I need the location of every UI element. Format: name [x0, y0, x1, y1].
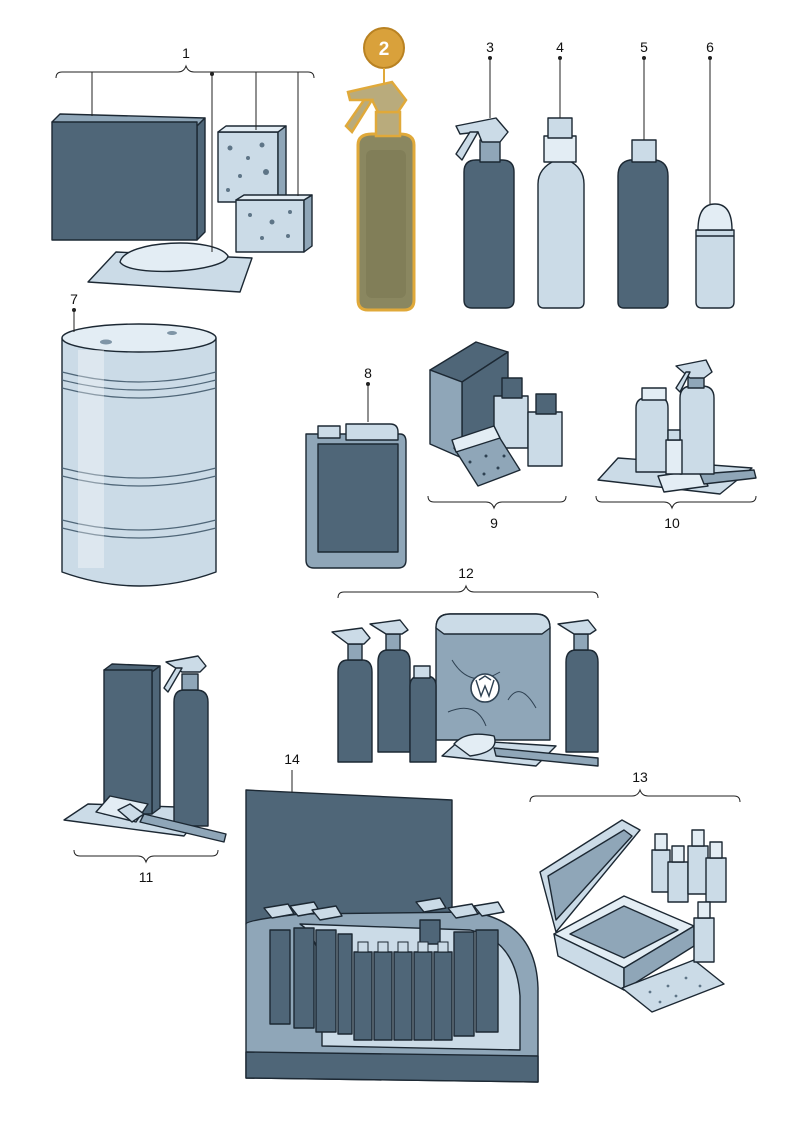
- vw-logo-icon: [470, 673, 500, 703]
- label-2[interactable]: 2: [379, 39, 390, 60]
- display-bottles: [263, 897, 505, 1041]
- item-6-aerosol-can[interactable]: [695, 203, 735, 309]
- item-1-sponge-set[interactable]: [51, 113, 313, 293]
- label-5[interactable]: 5: [640, 39, 648, 55]
- label-11-bracket: [73, 849, 219, 864]
- label-13[interactable]: 13: [632, 769, 648, 785]
- label-10-bracket: [595, 495, 757, 510]
- label-11[interactable]: 11: [139, 869, 154, 885]
- item-13-case-set[interactable]: [539, 819, 727, 1013]
- label-3[interactable]: 3: [486, 39, 494, 55]
- item-14-display-stand[interactable]: [245, 789, 539, 1083]
- item-5-bottle[interactable]: [617, 139, 669, 309]
- label-1[interactable]: 1: [182, 45, 190, 61]
- label-12-bracket: [337, 584, 599, 599]
- label-7[interactable]: 7: [70, 291, 78, 307]
- label-9[interactable]: 9: [490, 515, 498, 531]
- item-9-care-kit[interactable]: [429, 341, 563, 487]
- item-8-canister[interactable]: [305, 423, 407, 569]
- label-8[interactable]: 8: [364, 365, 372, 381]
- label-10[interactable]: 10: [664, 515, 680, 531]
- label-13-bracket: [529, 788, 741, 803]
- label-12[interactable]: 12: [458, 565, 474, 581]
- label-14[interactable]: 14: [284, 751, 300, 767]
- item-4-bottle[interactable]: [537, 117, 585, 309]
- item-2-spray-bottle[interactable]: 2: [344, 27, 416, 312]
- label-4[interactable]: 4: [556, 39, 564, 55]
- label-1-bracket: [55, 64, 315, 252]
- item-11-cleaning-set[interactable]: [63, 655, 227, 843]
- item-7-drum[interactable]: [61, 323, 217, 587]
- item-10-care-kit[interactable]: [597, 359, 757, 495]
- item-3-spray-bottle[interactable]: [455, 117, 515, 309]
- item-12-care-bag-set[interactable]: [331, 613, 599, 767]
- label-9-bracket: [427, 495, 567, 510]
- label-6[interactable]: 6: [706, 39, 714, 55]
